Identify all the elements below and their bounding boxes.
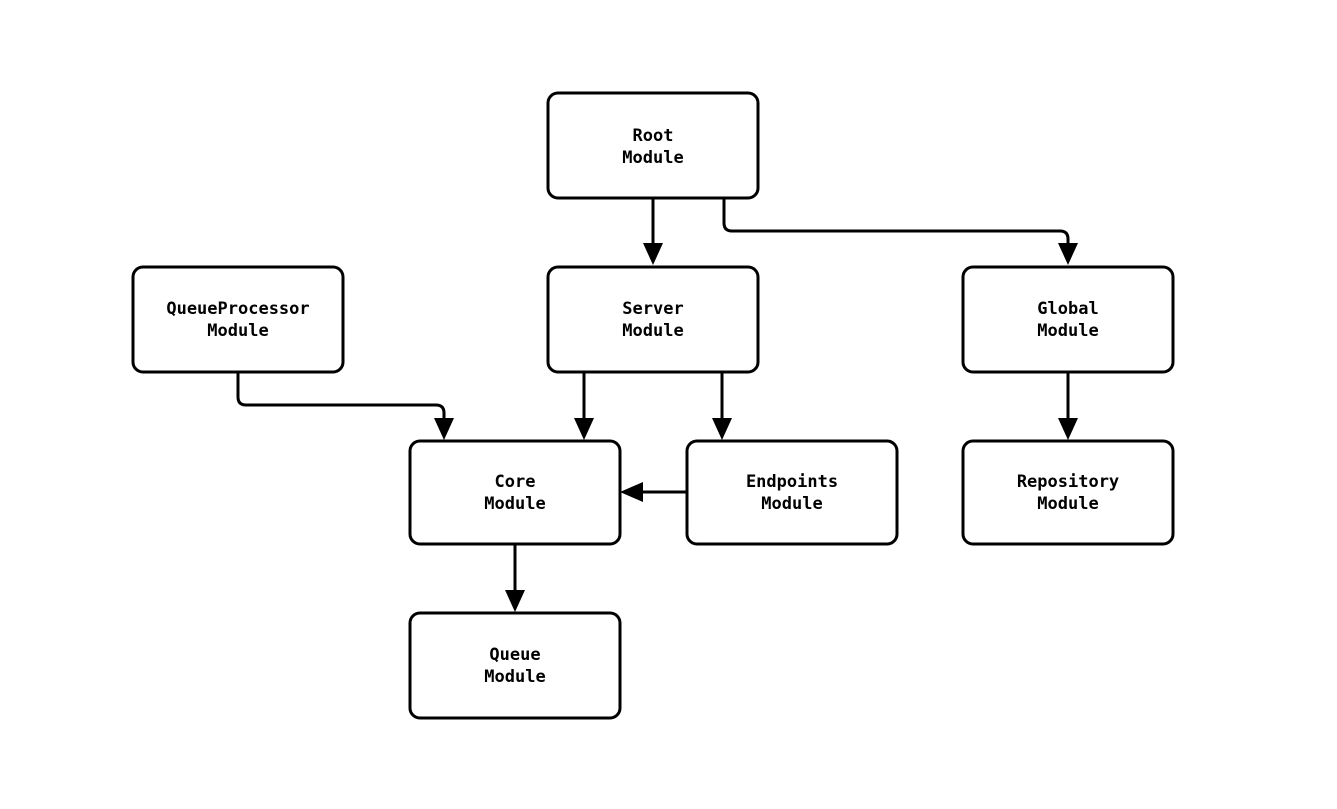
node-global-module-label-line2: Module <box>1037 321 1098 341</box>
edge-root-global-line <box>722 198 1070 247</box>
node-queue-module[interactable]: Queue Module <box>408 611 622 720</box>
edge-endpoints-core-arrowhead <box>620 482 643 502</box>
node-global-module-box[interactable] <box>961 265 1175 374</box>
edge-server-core-arrowhead <box>574 418 594 440</box>
edge-root-global-arrowhead <box>1058 243 1078 265</box>
node-repository-module[interactable]: Repository Module <box>961 439 1175 546</box>
edge-server-endpoints <box>712 372 732 440</box>
node-server-module[interactable]: Server Module <box>546 265 760 374</box>
node-endpoints-module-label-line2: Module <box>761 494 822 514</box>
node-queueprocessor-module-label-line1: QueueProcessor <box>166 299 309 319</box>
edge-server-endpoints-arrowhead <box>712 418 732 440</box>
edge-root-server <box>643 198 663 265</box>
node-root-module-label-line1: Root <box>633 126 674 146</box>
node-repository-module-label-line2: Module <box>1037 494 1098 514</box>
edge-core-queue-arrowhead <box>505 590 525 612</box>
node-core-module-label-line1: Core <box>495 472 536 492</box>
node-server-module-label-line2: Module <box>622 321 683 341</box>
edge-queueprocessor-core-arrowhead <box>434 418 454 440</box>
node-server-module-box[interactable] <box>546 265 760 374</box>
node-queue-module-label-line2: Module <box>484 667 545 687</box>
node-core-module[interactable]: Core Module <box>408 439 622 546</box>
node-root-module[interactable]: Root Module <box>546 91 760 200</box>
node-endpoints-module-label-line1: Endpoints <box>746 472 838 492</box>
node-repository-module-box[interactable] <box>961 439 1175 546</box>
edge-layer <box>236 198 1078 612</box>
node-server-module-label-line1: Server <box>622 299 683 319</box>
node-queueprocessor-module-box[interactable] <box>131 265 345 374</box>
edge-server-core <box>574 372 594 440</box>
node-queue-module-label-line1: Queue <box>489 645 540 665</box>
node-core-module-label-line2: Module <box>484 494 545 514</box>
node-root-module-label-line2: Module <box>622 148 683 168</box>
edge-queueprocessor-core-line <box>236 372 446 421</box>
edge-endpoints-core <box>620 482 687 502</box>
node-queue-module-box[interactable] <box>408 611 622 720</box>
node-endpoints-module[interactable]: Endpoints Module <box>685 439 899 546</box>
node-layer: Root Module QueueProcessor Module Server… <box>131 91 1175 720</box>
edge-global-repository <box>1058 372 1078 440</box>
edge-queueprocessor-core <box>236 372 454 440</box>
node-root-module-box[interactable] <box>546 91 760 200</box>
edge-root-global <box>722 198 1078 265</box>
node-global-module[interactable]: Global Module <box>961 265 1175 374</box>
edge-core-queue <box>505 544 525 612</box>
node-endpoints-module-box[interactable] <box>685 439 899 546</box>
node-queueprocessor-module[interactable]: QueueProcessor Module <box>131 265 345 374</box>
node-core-module-box[interactable] <box>408 439 622 546</box>
node-repository-module-label-line1: Repository <box>1017 472 1119 492</box>
edge-global-repository-arrowhead <box>1058 418 1078 440</box>
edge-root-server-arrowhead <box>643 243 663 265</box>
node-queueprocessor-module-label-line2: Module <box>207 321 268 341</box>
node-global-module-label-line1: Global <box>1037 299 1098 319</box>
